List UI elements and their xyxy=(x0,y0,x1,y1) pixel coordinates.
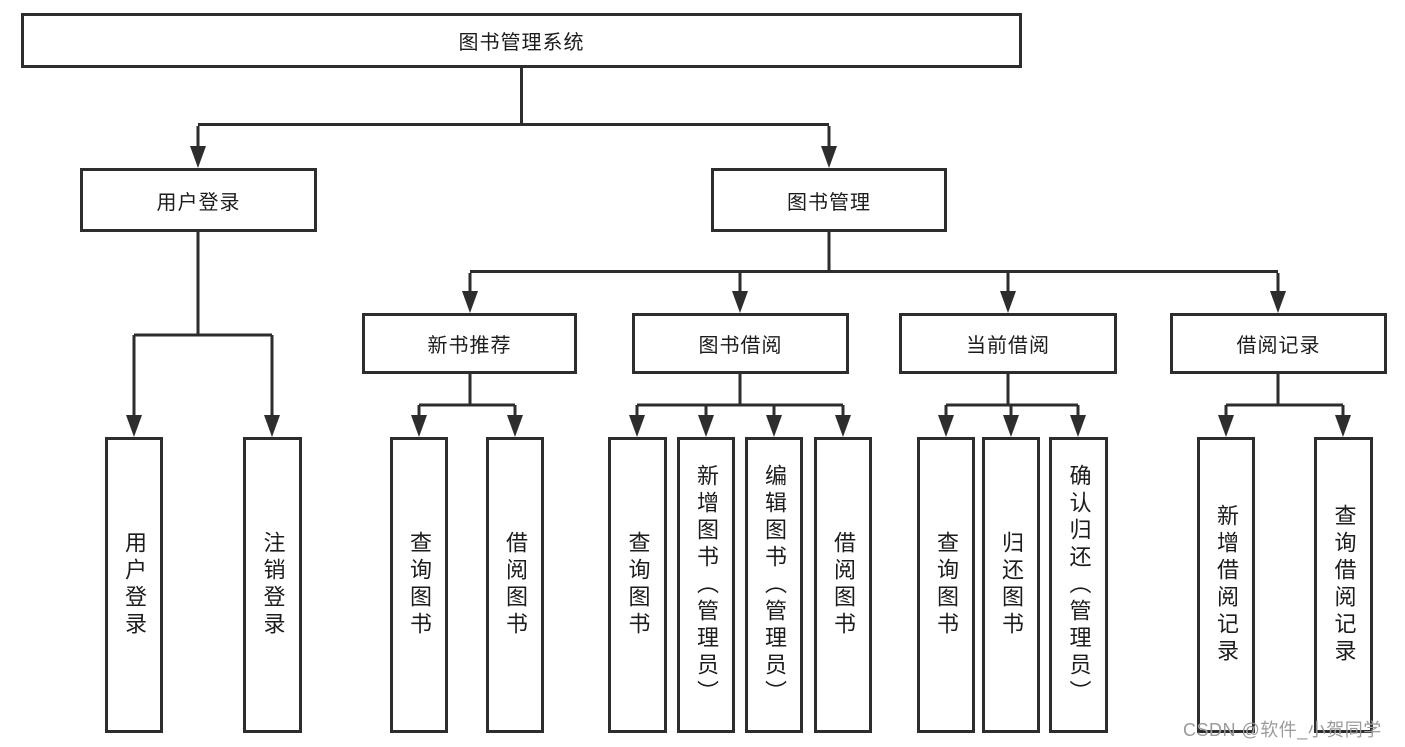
node-borrowing-records-label: 借阅记录 xyxy=(1236,335,1321,357)
leaf-add-borrow-record-label: 新增借阅记录 xyxy=(1214,504,1239,666)
leaf-newbook-query-books: 查询图书 xyxy=(390,437,448,733)
node-current-borrowing: 当前借阅 xyxy=(899,313,1117,374)
node-current-borrowing-label: 当前借阅 xyxy=(966,335,1050,357)
leaf-newbook-borrow-books: 借阅图书 xyxy=(486,437,544,733)
leaf-query-borrow-record-label: 查询借阅记录 xyxy=(1331,504,1357,666)
node-borrowing-records: 借阅记录 xyxy=(1170,313,1387,374)
node-user-login-label: 用户登录 xyxy=(156,191,241,214)
leaf-newbook-borrow-books-label: 借阅图书 xyxy=(503,531,528,639)
leaf-add-borrow-record: 新增借阅记录 xyxy=(1197,437,1255,733)
leaf-query-borrow-record: 查询借阅记录 xyxy=(1314,437,1373,733)
leaf-current-query-books: 查询图书 xyxy=(917,437,975,733)
leaf-borrowing-query-books-label: 查询图书 xyxy=(625,531,651,639)
leaf-logout-login-label: 注销登录 xyxy=(260,531,286,639)
node-book-borrowing: 图书借阅 xyxy=(632,313,849,374)
leaf-confirm-return-admin: 确认归还（管理员） xyxy=(1049,437,1108,733)
node-root-system: 图书管理系统 xyxy=(21,13,1022,68)
leaf-current-query-books-label: 查询图书 xyxy=(934,531,959,639)
leaf-borrowing-query-books: 查询图书 xyxy=(608,437,667,733)
node-user-login: 用户登录 xyxy=(80,168,317,232)
leaf-confirm-return-admin-label: 确认归还（管理员） xyxy=(1066,463,1092,707)
leaf-add-books-admin: 新增图书（管理员） xyxy=(677,437,735,733)
leaf-edit-books-admin-label: 编辑图书（管理员） xyxy=(762,463,787,707)
leaf-borrowing-borrow-books-label: 借阅图书 xyxy=(831,531,856,639)
leaf-user-login: 用户登录 xyxy=(105,437,163,733)
node-new-book-recommend-label: 新书推荐 xyxy=(427,335,512,357)
node-book-management-label: 图书管理 xyxy=(787,191,871,214)
leaf-return-books: 归还图书 xyxy=(982,437,1040,733)
leaf-newbook-query-books-label: 查询图书 xyxy=(407,531,432,639)
leaf-return-books-label: 归还图书 xyxy=(999,531,1024,639)
csdn-watermark: CSDN @软件_小贺同学 xyxy=(1183,720,1382,740)
leaf-logout-login: 注销登录 xyxy=(243,437,302,733)
node-new-book-recommend: 新书推荐 xyxy=(362,313,577,374)
node-book-management: 图书管理 xyxy=(711,168,947,232)
node-root-system-label: 图书管理系统 xyxy=(458,32,585,54)
leaf-add-books-admin-label: 新增图书（管理员） xyxy=(694,463,719,707)
leaf-user-login-label: 用户登录 xyxy=(122,531,147,639)
leaf-borrowing-borrow-books: 借阅图书 xyxy=(814,437,872,733)
leaf-edit-books-admin: 编辑图书（管理员） xyxy=(745,437,803,733)
node-book-borrowing-label: 图书借阅 xyxy=(698,335,783,357)
